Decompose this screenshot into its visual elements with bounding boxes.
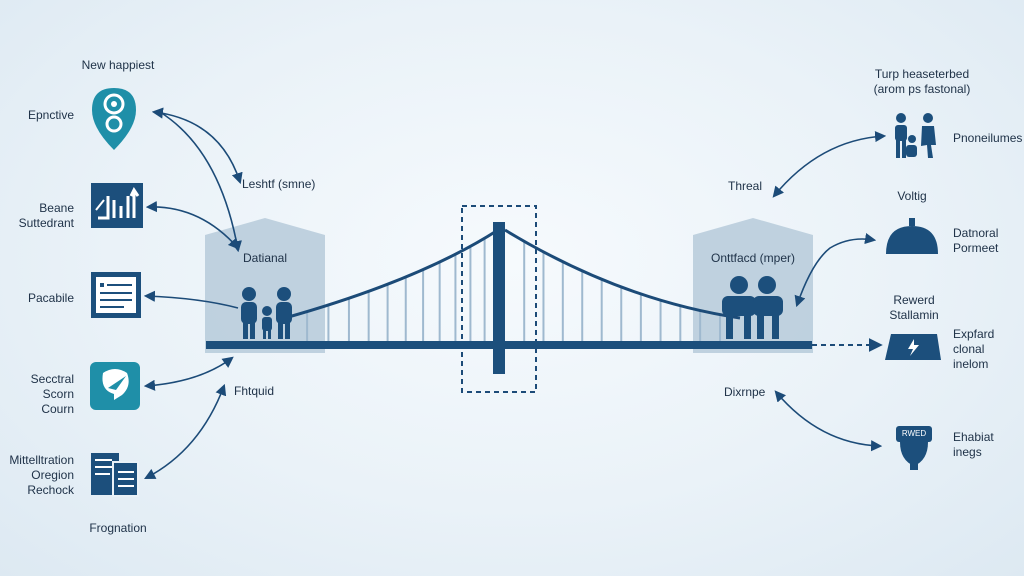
arrow-dixrnpe-badge: [774, 390, 883, 452]
bridge-cable-right: [504, 228, 741, 320]
leshtf-label: Leshtf (smne): [242, 177, 316, 191]
right-item-label-3: Expfard clonal inelom: [953, 327, 995, 371]
left-item-label-3: Pacabile: [27, 291, 74, 305]
right-item-label-1: Pnoneilumes: [953, 131, 1023, 145]
shield-badge-icon: [896, 426, 932, 470]
badge-text: RWED: [901, 429, 927, 438]
arrow-stack-fhtquid: [144, 383, 227, 480]
chat-plane-icon: [90, 362, 140, 410]
right-building: [693, 218, 813, 353]
dixrnpe-label: Dixrnpe: [724, 385, 766, 399]
arrow-chart-datianal: [145, 201, 240, 250]
datianal-label: Datianal: [242, 251, 288, 265]
dome-bell-icon: [886, 218, 938, 254]
lightning-plate-icon: [885, 334, 941, 360]
arrow-building-dome: [794, 233, 877, 308]
bridge-tower: [493, 222, 505, 374]
left-item-label-1: Epnctive: [27, 108, 74, 122]
document-card-icon: [91, 272, 141, 318]
fhtquid-label: Fhtquid: [234, 384, 275, 398]
document-stack-icon: [91, 453, 139, 497]
bridge-cable-left: [284, 228, 499, 320]
gear-shield-icon: [92, 88, 136, 150]
left-item-label-5: Mittelltration Oregion Rechock: [9, 453, 74, 497]
family-icon-right: [722, 276, 783, 339]
onttfacd-label: Onttfacd (mper): [710, 251, 796, 265]
right-item-header-2: Voltig: [897, 189, 927, 203]
right-item-label-2: Datnoral Pormeet: [953, 226, 999, 255]
right-item-header-3: Rewerd Stallamin: [889, 293, 939, 322]
bridge-deck: [206, 341, 812, 349]
arrow-document-building: [143, 290, 239, 309]
left-top-label: New happiest: [81, 58, 155, 72]
chart-arrow-icon: [91, 183, 143, 228]
arrow-chat-fhtquid: [143, 356, 234, 391]
left-item-label-4: Secctral Scorn Courn: [30, 372, 74, 416]
threal-label: Threal: [728, 179, 763, 193]
left-item-label-2: Beane Suttedrant: [18, 201, 74, 230]
arrow-epnctive-leshtf: [151, 107, 243, 185]
family-icon-left: [241, 287, 292, 339]
right-top-label: Turp heaseterbed (arom ps fastonal): [873, 67, 971, 96]
right-item-label-4: Ehabiat inegs: [953, 430, 994, 459]
tower-focus-box: [461, 205, 537, 393]
left-bottom-label: Frognation: [89, 521, 147, 535]
bridge-hangers: [306, 238, 722, 341]
arrow-threal-people: [772, 130, 887, 198]
people-icon: [895, 113, 936, 158]
